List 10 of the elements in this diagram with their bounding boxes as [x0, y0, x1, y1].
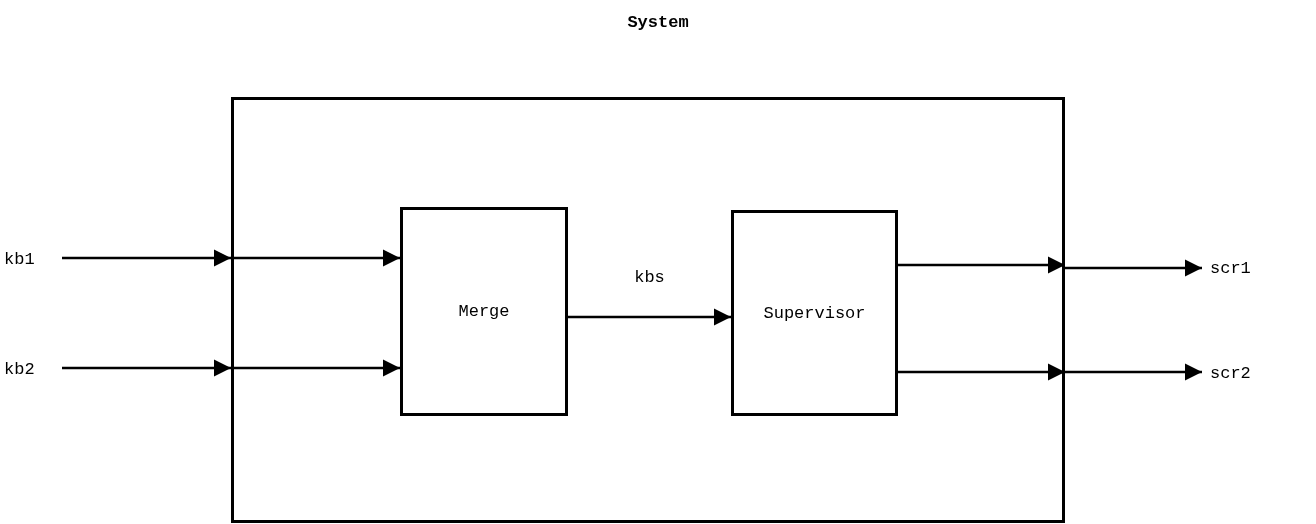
process-box: [731, 210, 898, 416]
box-label: Merge: [458, 302, 510, 321]
system-boundary-box: [231, 97, 1065, 523]
diagram-title: System: [626, 11, 690, 34]
signal-label: scr2: [1210, 360, 1270, 386]
signal-label: scr1: [1210, 255, 1270, 281]
box-label: Supervisor: [763, 303, 866, 323]
signal-label: kb2: [4, 356, 60, 382]
process-box: [400, 207, 568, 416]
signal-label: kb1: [4, 246, 60, 272]
